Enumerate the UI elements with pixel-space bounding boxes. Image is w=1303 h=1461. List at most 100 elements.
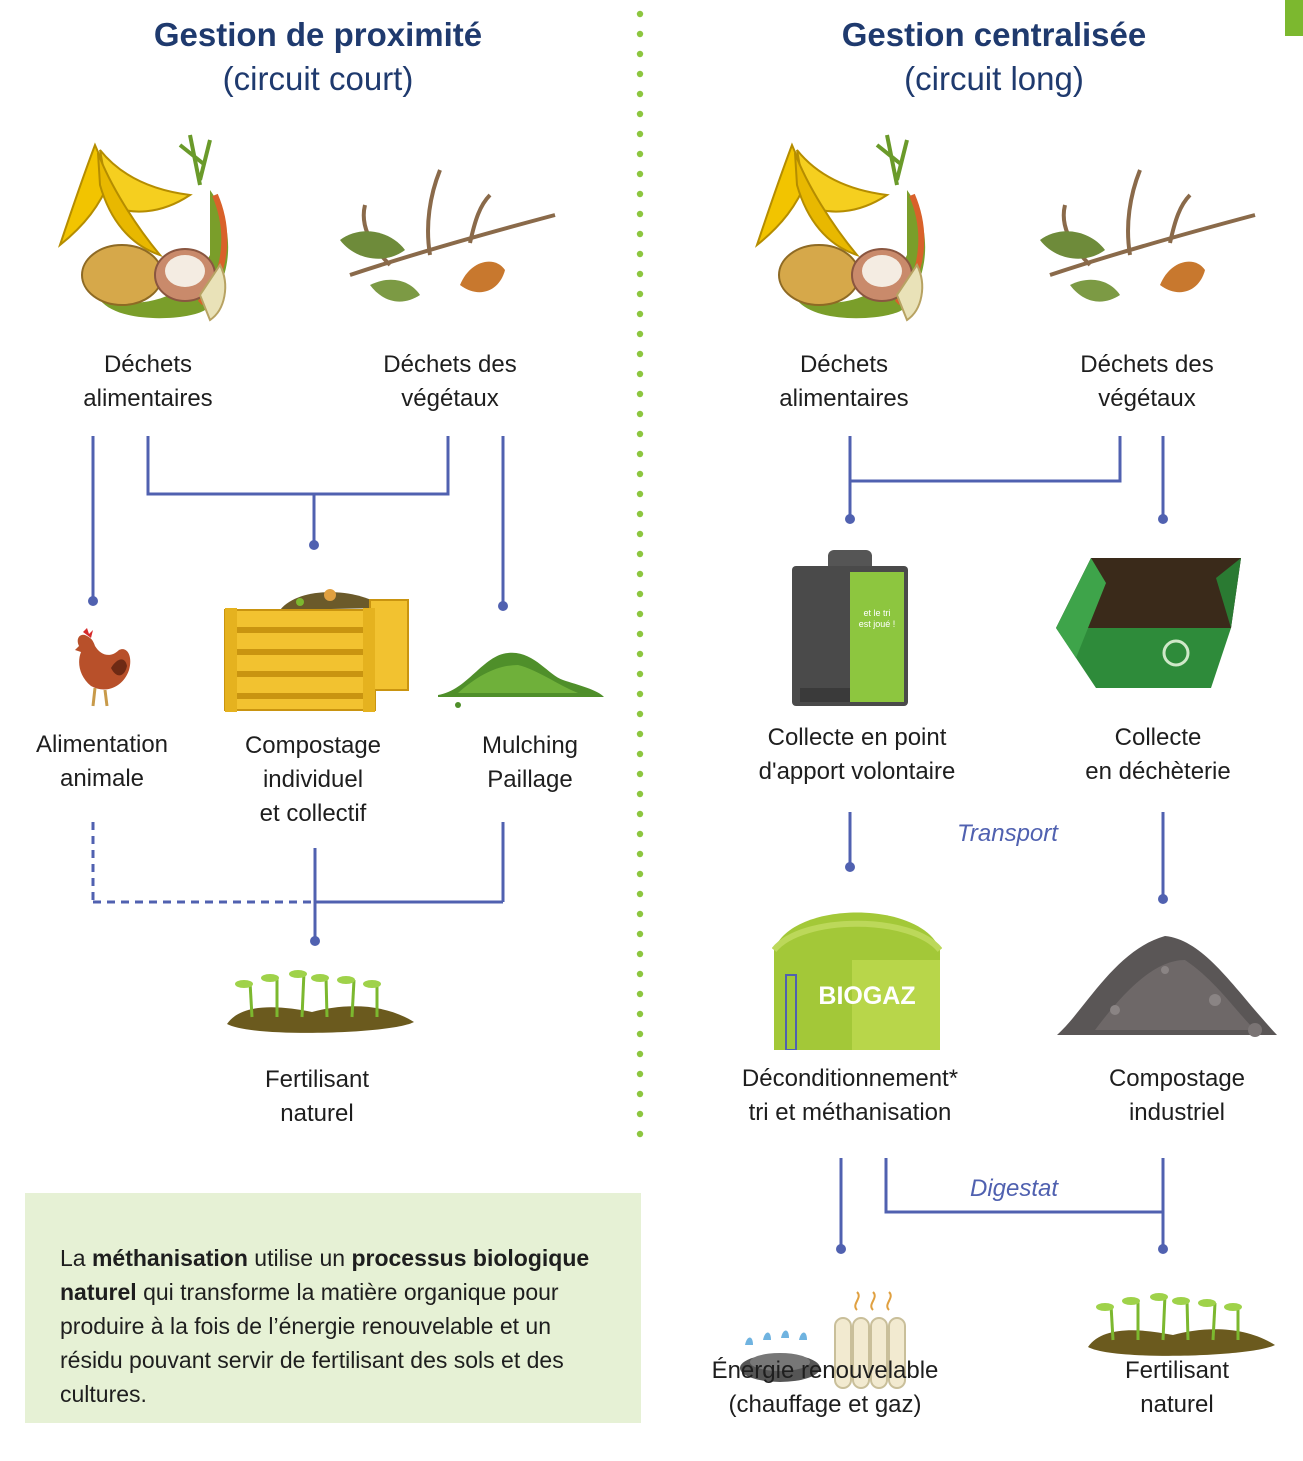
divider-dot [636,330,644,338]
divider-dot [636,530,644,538]
divider-dot [636,930,644,938]
right-title: Gestion centralisée [841,16,1147,53]
fertilizer-icon [227,970,414,1033]
compost-pile-icon [1057,936,1277,1037]
divider-dot [636,1030,644,1038]
divider-dot [636,130,644,138]
info-bold-process: processus biologique naturel [60,1245,590,1305]
biogas-label: BIOGAZ [818,982,916,1010]
divider-dot [636,450,644,458]
green-waste-icon [340,169,556,302]
right-subtitle: (circuit long) [904,60,1084,97]
divider-dot [636,830,644,838]
divider-dot [636,910,644,918]
digestate-label: Digestat [970,1175,1059,1202]
green-waste-icon-right [1040,169,1256,302]
divider-dot [636,410,644,418]
divider-dot [636,510,644,518]
divider-dot [636,430,644,438]
divider-dot [636,50,644,58]
divider-dot [636,1010,644,1018]
divider-dot [636,310,644,318]
divider-dot [636,990,644,998]
divider-dot [636,90,644,98]
divider-dot [636,10,644,18]
divider-dot [636,390,644,398]
divider-dot [636,610,644,618]
bin-sign-line-1: et le tri [863,608,891,618]
divider-dot [636,690,644,698]
divider-dot [636,370,644,378]
divider-dot [636,710,644,718]
divider-dot [636,810,644,818]
divider-dot [636,850,644,858]
divider-dot [636,890,644,898]
divider-dot [636,570,644,578]
divider-dot [636,170,644,178]
divider-dot [636,30,644,38]
chicken-icon [75,628,131,707]
left-title: Gestion de proximité [153,16,483,53]
divider-dot [636,870,644,878]
divider-dot [636,470,644,478]
divider-dot [636,770,644,778]
energy-label: Énergie renouvelable(chauffage et gaz) [711,1357,939,1418]
divider-dot [636,670,644,678]
food-waste-icon-right [754,134,926,322]
methanisation-label: Déconditionnement*tri et méthanisation [741,1065,959,1126]
left-subtitle: (circuit court) [222,60,414,97]
divider-dot [636,150,644,158]
divider-dot [636,210,644,218]
divider-dot [636,970,644,978]
divider-dot [636,1070,644,1078]
divider-dot [636,730,644,738]
divider-dot [636,750,644,758]
divider-dot [636,490,644,498]
divider-dot [636,290,644,298]
divider-dot [636,1110,644,1118]
mulch-icon [438,652,604,708]
dumpster-icon [1056,558,1241,688]
energy-icon [740,1291,906,1389]
divider-dot [636,1050,644,1058]
corner-accent [1285,0,1303,36]
divider-dot [636,250,644,258]
divider-dot [636,950,644,958]
divider-dot [636,190,644,198]
divider-dot [636,790,644,798]
divider-dot [636,590,644,598]
food-waste-icon [57,134,229,322]
info-text: La méthanisation utilise un processus bi… [60,1245,590,1407]
divider-dot [636,110,644,118]
divider-dot [636,630,644,638]
fertilizer-icon-right [1088,1293,1275,1356]
divider-dot [636,1090,644,1098]
divider-dot [636,270,644,278]
info-box: La méthanisation utilise un processus bi… [25,1193,641,1423]
transport-label: Transport [957,820,1058,847]
divider-dot [636,230,644,238]
biogas-tank-icon: BIOGAZ [772,890,942,1050]
divider-dot [636,550,644,558]
bin-sign-line-2: est joué ! [858,619,896,629]
divider-dot [636,350,644,358]
divider-dot [636,70,644,78]
collection-bin-icon: et le tri est joué ! [790,548,910,710]
info-bold-methanisation: méthanisation [91,1245,248,1271]
compost-bin-icon [224,589,409,712]
divider-dot [636,650,644,658]
divider-dot [636,1130,644,1138]
